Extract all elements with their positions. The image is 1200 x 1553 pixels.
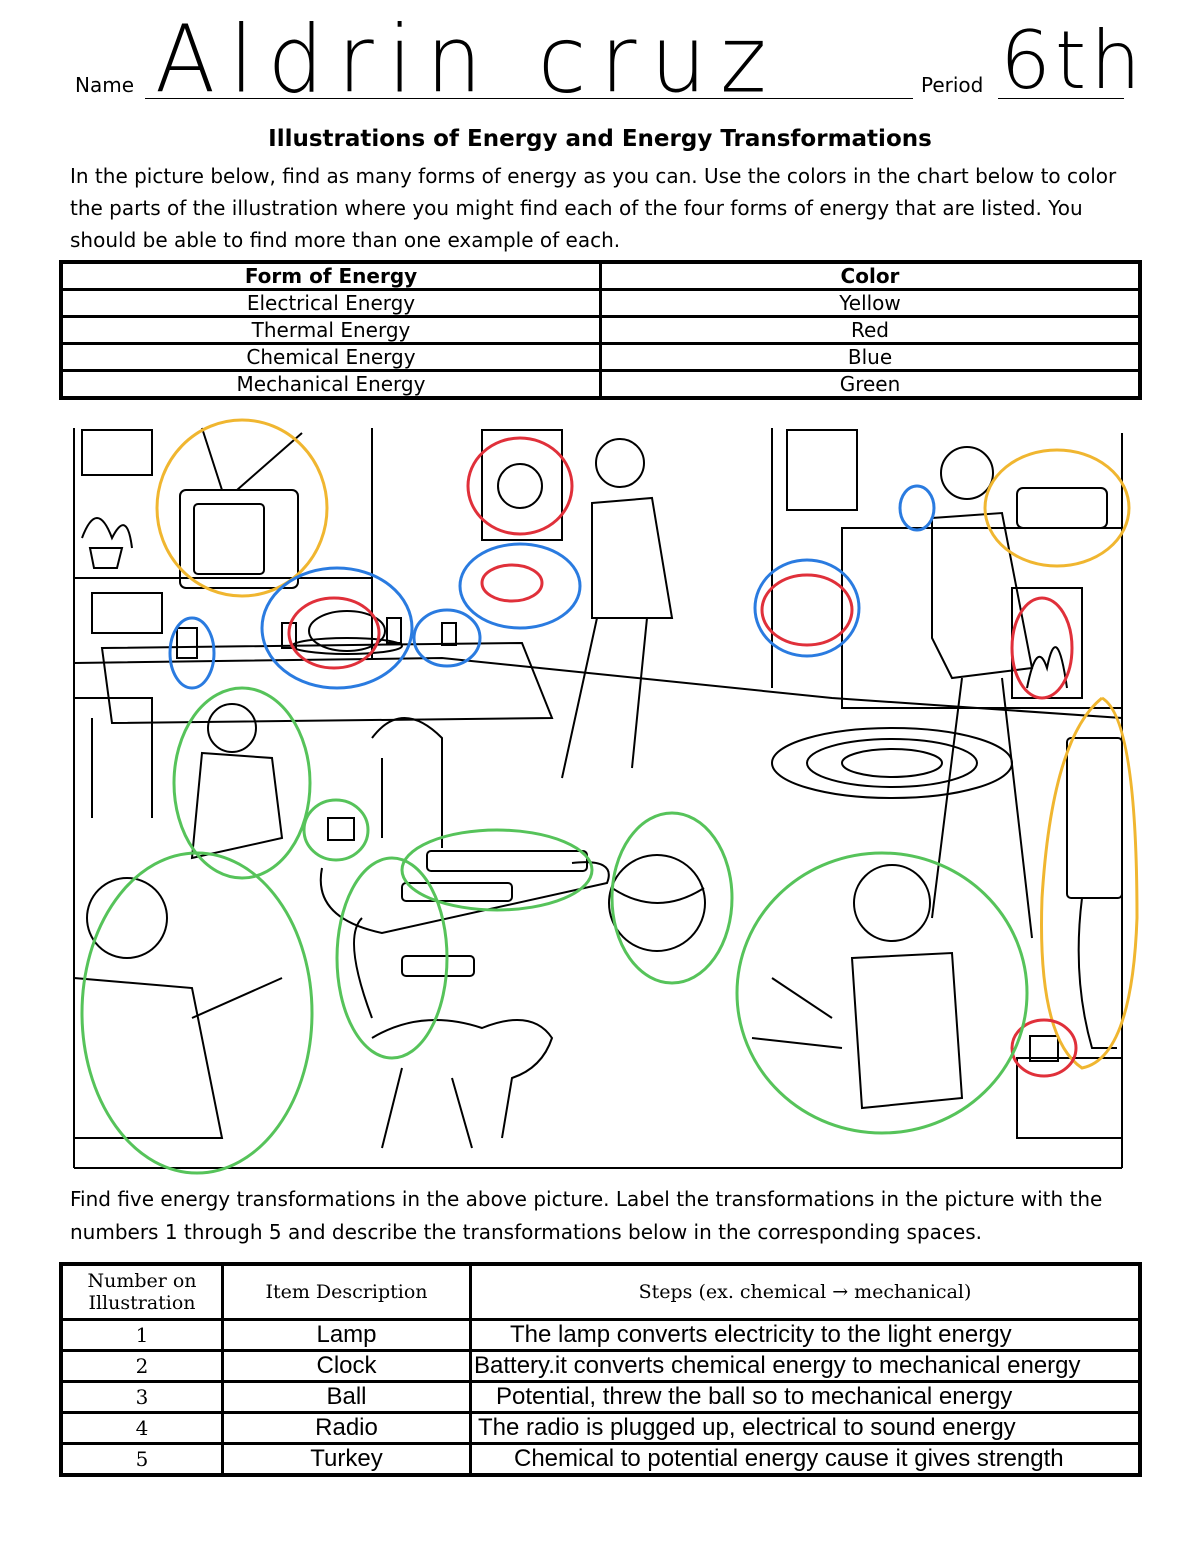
television — [179, 489, 299, 589]
red-mark-dish — [480, 563, 544, 603]
item-description[interactable]: Turkey — [221, 1442, 472, 1477]
ball — [608, 854, 706, 952]
table-header-row: Number on Illustration Item Description … — [59, 1262, 1142, 1321]
blue-mark-turkey — [260, 566, 414, 690]
transformation-steps[interactable]: Potential, threw the ball so to mechanic… — [469, 1380, 1142, 1414]
student-name-handwritten: Aldrin cruz — [155, 5, 781, 114]
girl-body — [190, 751, 284, 860]
train — [426, 850, 588, 872]
blue-mark-mouth — [898, 484, 936, 532]
period-label: Period — [921, 73, 984, 97]
worksheet-title: Illustrations of Energy and Energy Trans… — [268, 126, 932, 152]
table-row: Thermal Energy Red — [59, 315, 1142, 345]
red-mark-fire — [1010, 596, 1074, 700]
energy-form-cell: Chemical Energy — [59, 342, 602, 372]
table-row: 5 Turkey Chemical to potential energy ca… — [59, 1442, 1142, 1477]
fireplace — [841, 527, 1123, 709]
transformation-steps[interactable]: The radio is plugged up, electrical to s… — [469, 1411, 1142, 1445]
lamp — [1066, 737, 1123, 899]
energy-form-cell: Mechanical Energy — [59, 369, 602, 400]
find-transformations-instructions: Find five energy transformations in the … — [70, 1187, 1103, 1244]
window — [481, 429, 563, 541]
train-track — [319, 861, 610, 935]
column-header-form: Form of Energy — [59, 260, 602, 291]
green-mark-boy-left — [80, 851, 314, 1175]
transformation-steps[interactable]: Battery.it converts chemical energy to m… — [469, 1349, 1142, 1383]
item-description[interactable]: Clock — [221, 1349, 472, 1383]
green-mark-ball — [610, 811, 734, 985]
period-underline — [998, 98, 1124, 99]
table-row: 3 Ball Potential, threw the ball so to m… — [59, 1380, 1142, 1414]
red-mark-sun — [466, 436, 574, 536]
yellow-mark-lamp — [1040, 696, 1139, 1070]
energy-form-cell: Thermal Energy — [59, 315, 602, 345]
blue-mark-dish — [458, 542, 582, 630]
column-header-color: Color — [599, 260, 1142, 291]
row-number: 4 — [59, 1411, 224, 1445]
mug — [1029, 1035, 1059, 1062]
red-mark-plate — [760, 573, 854, 647]
row-number: 1 — [59, 1318, 224, 1352]
picture-frame — [81, 429, 153, 476]
energy-color-cell: Green — [599, 369, 1142, 400]
table-row: Chemical Energy Blue — [59, 342, 1142, 372]
green-mark-girl — [172, 686, 312, 880]
item-description[interactable]: Lamp — [221, 1318, 472, 1352]
row-number: 2 — [59, 1349, 224, 1383]
blue-mark-can — [412, 608, 482, 668]
green-mark-boy-right — [735, 851, 1029, 1135]
woman-head — [595, 438, 645, 488]
table-row: 4 Radio The radio is plugged up, electri… — [59, 1411, 1142, 1445]
blue-mark-plate — [753, 558, 861, 658]
green-mark-train — [400, 828, 594, 912]
clock — [327, 817, 355, 841]
name-label: Name — [75, 73, 135, 97]
table-row: 2 Clock Battery.it converts chemical ene… — [59, 1349, 1142, 1383]
woman-body — [591, 496, 674, 619]
boy-left-body — [73, 976, 224, 1139]
intro-instructions: In the picture below, find as many forms… — [70, 164, 1117, 252]
boy-head — [853, 864, 931, 942]
table-row: Mechanical Energy Green — [59, 369, 1142, 400]
turkey — [308, 610, 386, 652]
column-header-steps: Steps (ex. chemical → mechanical) — [469, 1262, 1142, 1321]
red-mark-mug — [1010, 1018, 1078, 1078]
man-head — [940, 446, 994, 500]
student-period-handwritten: 6th — [1000, 14, 1145, 107]
row-number: 5 — [59, 1442, 224, 1477]
item-description[interactable]: Radio — [221, 1411, 472, 1445]
green-mark-clock — [302, 798, 370, 862]
energy-color-table: Form of Energy Color Electrical Energy Y… — [59, 260, 1142, 400]
name-underline — [145, 98, 913, 99]
side-table — [1016, 1057, 1123, 1139]
man-body — [931, 511, 1034, 680]
transformation-steps[interactable]: Chemical to potential energy cause it gi… — [469, 1442, 1142, 1477]
wall-picture — [786, 429, 858, 511]
yellow-mark-tv — [155, 418, 329, 598]
transformations-table: Number on Illustration Item Description … — [59, 1262, 1142, 1477]
blue-mark-cup — [168, 616, 216, 690]
yellow-mark-radio — [983, 448, 1131, 568]
energy-form-cell: Electrical Energy — [59, 288, 602, 318]
table-row: 1 Lamp The lamp converts electricity to … — [59, 1318, 1142, 1352]
green-mark-dog-tail — [335, 856, 449, 1060]
column-header-number: Number on Illustration — [59, 1262, 224, 1321]
red-mark-turkey — [287, 596, 381, 670]
table-header-row: Form of Energy Color — [59, 260, 1142, 291]
dog — [371, 1019, 554, 1149]
energy-color-cell: Red — [599, 315, 1142, 345]
column-header-item: Item Description — [221, 1262, 472, 1321]
row-number: 3 — [59, 1380, 224, 1414]
table-row: Electrical Energy Yellow — [59, 288, 1142, 318]
sun — [497, 463, 543, 509]
boy-body — [850, 951, 964, 1110]
living-room-illustration — [73, 418, 1139, 1175]
radio — [1016, 487, 1108, 529]
girl-head — [207, 703, 257, 753]
energy-color-cell: Blue — [599, 342, 1142, 372]
item-description[interactable]: Ball — [221, 1380, 472, 1414]
boy-left-head — [86, 877, 168, 959]
transformation-steps[interactable]: The lamp converts electricity to the lig… — [469, 1318, 1142, 1352]
energy-color-cell: Yellow — [599, 288, 1142, 318]
